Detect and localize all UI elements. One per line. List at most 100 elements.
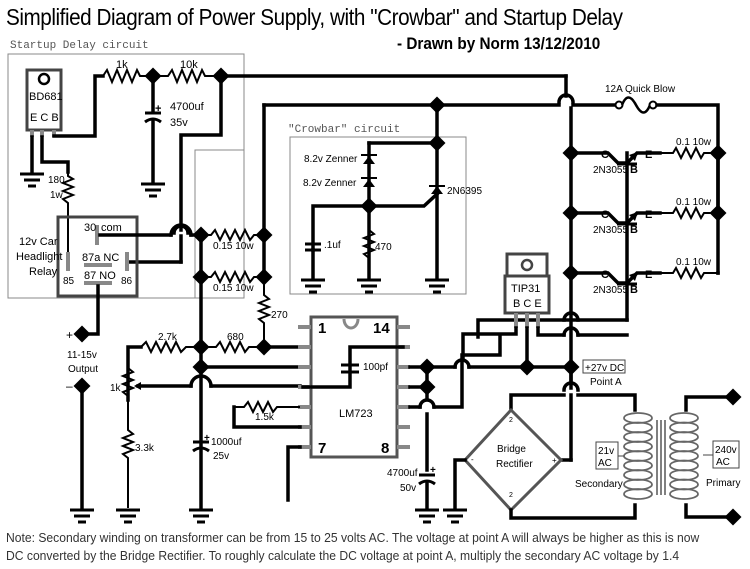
- output-label-2: Output: [68, 364, 98, 375]
- relay-label-1: 12v Car: [19, 236, 58, 248]
- headlight-relay: 30 com 87a NC 87 NO 85 86 12v Car Headli…: [16, 215, 139, 298]
- collector-label: C: [601, 209, 609, 221]
- emitter-arrow-icon: [629, 152, 638, 161]
- relay-pin-87: 87 NO: [84, 270, 116, 282]
- cap-1000uf-value: 1000uf: [211, 437, 242, 448]
- relay-pin-85: 85: [63, 276, 75, 287]
- relay-pin-86: 86: [121, 276, 133, 287]
- output-label-1: 11-15v: [67, 350, 97, 361]
- coil-turn: [669, 421, 699, 434]
- svg-text:+: +: [430, 465, 436, 476]
- output-minus: –: [66, 379, 73, 393]
- coil-turn: [623, 431, 653, 443]
- emitter-label: E: [645, 149, 652, 161]
- secondary-voltage: 21v: [598, 446, 614, 457]
- zener1-label: 8.2v Zenner: [304, 154, 358, 165]
- coil-turn: [669, 412, 699, 424]
- svg-text:+: +: [155, 103, 161, 115]
- startup-delay-label: Startup Delay circuit: [10, 40, 149, 52]
- bd681-pins: E C B: [30, 112, 59, 124]
- emitter-arrow-icon: [629, 212, 638, 221]
- emitter-resistor-label: 0.1 10w: [676, 137, 712, 148]
- lm723-pin1: 1: [318, 320, 326, 337]
- bridge-label-2: Rectifier: [496, 459, 533, 470]
- fuse-label: 12A Quick Blow: [605, 84, 676, 95]
- base-label: B: [630, 164, 638, 176]
- relay-label-2: Headlight: [16, 251, 62, 263]
- resistor-015-a-label: 0.15 10w: [213, 241, 254, 252]
- cap-4700uf-35v-voltage: 35v: [170, 117, 188, 129]
- resistor-1k: [102, 67, 152, 85]
- cap-01uf-label: .1uf: [324, 240, 341, 251]
- transistor-name: 2N3055: [593, 225, 628, 236]
- output-plus: +: [66, 328, 73, 342]
- primary-voltage: 240v: [715, 445, 737, 456]
- cap-4700uf-35v-value: 4700uf: [170, 101, 205, 113]
- coil-turn: [623, 459, 653, 472]
- startup-delay-box-edge: [194, 54, 245, 298]
- svg-text:+: +: [204, 433, 210, 444]
- emitter-arrow-icon: [629, 272, 638, 281]
- lm723-pin7: 7: [318, 440, 326, 457]
- coil-turn: [669, 431, 699, 443]
- coil-turn: [623, 478, 653, 491]
- zener2-label: 8.2v Zenner: [303, 178, 357, 189]
- resistor-015-b-label: 0.15 10w: [213, 283, 254, 294]
- primary-label: Primary: [706, 478, 740, 489]
- secondary-coil: [623, 412, 653, 500]
- resistor-180-value: 180: [48, 175, 65, 186]
- emitter-resistor: [660, 205, 718, 221]
- bridge-pin-plus: +: [552, 456, 557, 465]
- transformer: [623, 412, 699, 500]
- secondary-ac: AC: [598, 458, 612, 469]
- primary-ac: AC: [716, 457, 730, 468]
- coil-turn: [669, 459, 699, 472]
- emitter-label: E: [645, 269, 652, 281]
- secondary-label: Secondary: [575, 479, 623, 490]
- cap-100pf-label: 100pf: [363, 362, 388, 373]
- coil-turn: [669, 450, 699, 462]
- coil-turn: [623, 488, 653, 500]
- emitter-resistor: [660, 265, 718, 281]
- pot-1k-label: 1k: [110, 383, 122, 394]
- emitter-resistor-label: 0.1 10w: [676, 197, 712, 208]
- footnote: Note: Secondary winding on transformer c…: [6, 529, 699, 565]
- collector-lead: [569, 151, 629, 165]
- emitter-label: E: [645, 209, 652, 221]
- resistor-180-power: 1w: [50, 190, 64, 201]
- point-a-label: Point A: [590, 377, 622, 388]
- coil-turn: [623, 421, 653, 434]
- relay-label-3: Relay: [29, 266, 58, 278]
- resistor-15k-label: 1.5k: [255, 412, 275, 423]
- coil-turn: [669, 488, 699, 500]
- bridge-pin-ac2: 2: [509, 492, 513, 499]
- lm723-name: LM723: [339, 408, 373, 420]
- diagram-title: Simplified Diagram of Power Supply, with…: [6, 4, 623, 30]
- startup-delay-box: [7, 53, 245, 299]
- relay-pin-com: com: [101, 222, 122, 234]
- bridge-pin-minus: -: [471, 455, 474, 464]
- coil-turn: [623, 412, 653, 424]
- bd681-name: BD681: [29, 91, 63, 103]
- resistor-33k-label: 3.3k: [135, 443, 155, 454]
- relay-pin-30: 30: [84, 222, 96, 234]
- cap-4700uf-50v-voltage: 50v: [400, 483, 416, 494]
- resistor-27k-label: 2.7k: [158, 332, 178, 343]
- transistor-name: 2N3055: [593, 165, 628, 176]
- coil-turn: [623, 440, 653, 453]
- coil-turn: [623, 469, 653, 481]
- lm723-pin8: 8: [381, 440, 389, 457]
- tip31-pins: B C E: [513, 298, 542, 310]
- resistor-270-label: 270: [271, 310, 288, 321]
- coil-turn: [669, 469, 699, 481]
- relay-pin-87a: 87a NC: [82, 252, 119, 264]
- cap-4700uf-50v-value: 4700uf: [387, 468, 418, 479]
- resistor-10k: [152, 67, 220, 85]
- crowbar-label: "Crowbar" circuit: [288, 124, 400, 136]
- emitter-resistor-label: 0.1 10w: [676, 257, 712, 268]
- tip31-transistor: TIP31 B C E: [503, 252, 551, 328]
